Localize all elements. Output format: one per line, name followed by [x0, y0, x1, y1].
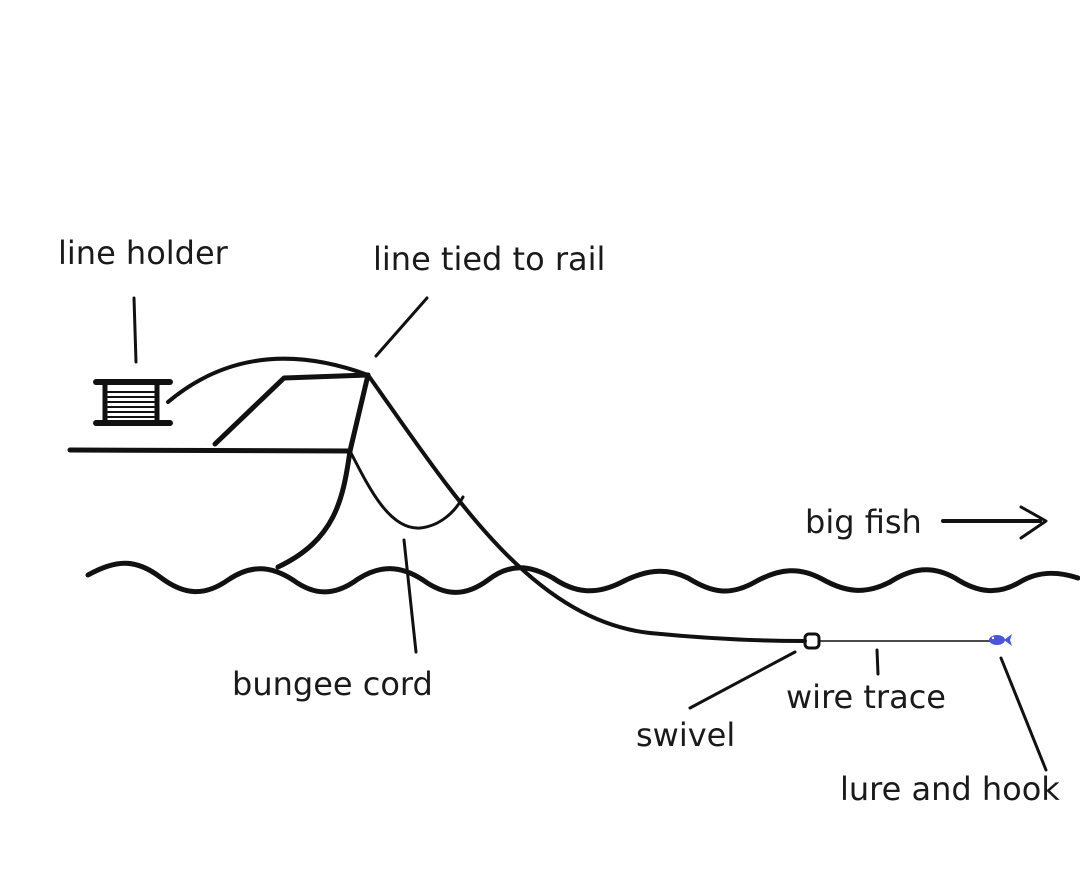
line-holder-to-rail: [166, 356, 370, 404]
swivel-icon: [803, 632, 821, 650]
arrow-right-icon: [941, 505, 1048, 540]
boat-rail: [212, 372, 371, 447]
label-line-holder: line holder: [58, 234, 228, 272]
leader-line-rail: [374, 296, 429, 358]
label-swivel: swivel: [636, 716, 736, 754]
water-surface: [85, 560, 1080, 595]
fish-lure-icon: [989, 634, 1012, 646]
label-bungee-cord: bungee cord: [232, 665, 433, 703]
leader-swivel: [688, 650, 797, 710]
label-wire-trace: wire trace: [786, 678, 946, 716]
label-big-fish: big fish: [805, 503, 922, 541]
leader-line-holder: [132, 296, 138, 364]
label-line-tied-to-rail: line tied to rail: [373, 240, 606, 278]
boat-deck: [67, 447, 353, 454]
boat-post: [347, 372, 371, 454]
leader-wire-trace: [875, 648, 880, 676]
line-spool-icon: [93, 379, 173, 426]
bungee-cord-line: [348, 449, 465, 530]
boat: [67, 372, 371, 570]
boat-hull: [275, 448, 353, 570]
leader-lure: [999, 656, 1048, 772]
main-fishing-line: [366, 373, 807, 643]
label-lure-and-hook: lure and hook: [840, 770, 1060, 808]
leader-bungee-cord: [402, 538, 418, 654]
